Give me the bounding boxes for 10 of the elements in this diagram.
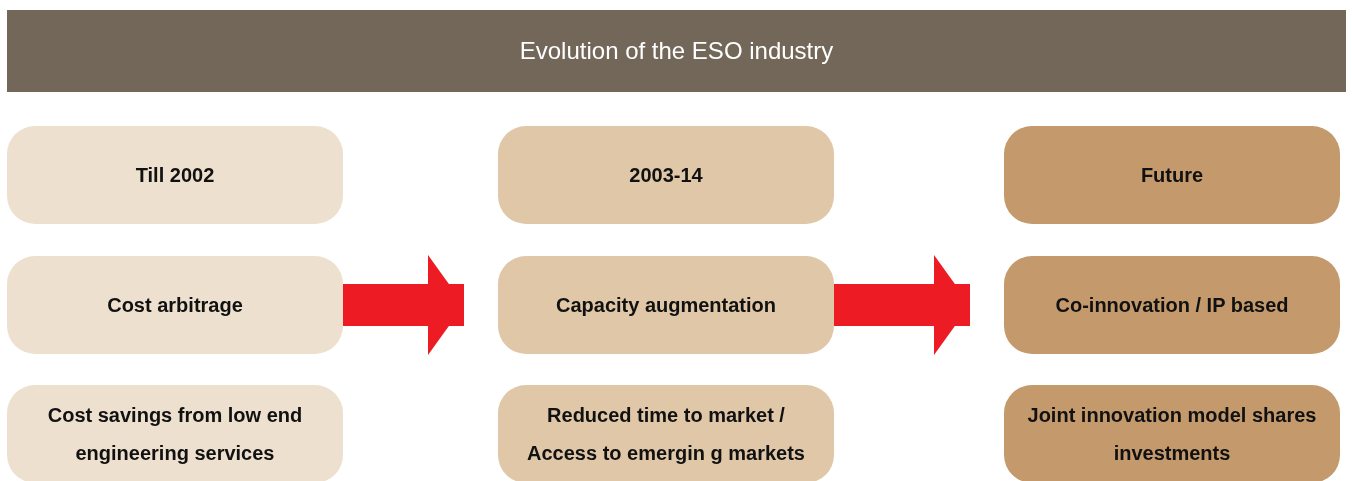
- stage-box: 2003-14: [498, 126, 834, 224]
- stage-box: Future: [1004, 126, 1340, 224]
- stage-box: Cost savings from low end engineering services: [7, 385, 343, 481]
- stage-box: Cost arbitrage: [7, 256, 343, 354]
- stage-box: Co-innovation / IP based: [1004, 256, 1340, 354]
- stage-box: Reduced time to market / Access to emergin g markets: [498, 385, 834, 481]
- stage-box: Capacity augmentation: [498, 256, 834, 354]
- stage-box: Till 2002: [7, 126, 343, 224]
- stage-box: Joint innovation model shares investments: [1004, 385, 1340, 481]
- title-banner: Evolution of the ESO industry: [7, 10, 1346, 92]
